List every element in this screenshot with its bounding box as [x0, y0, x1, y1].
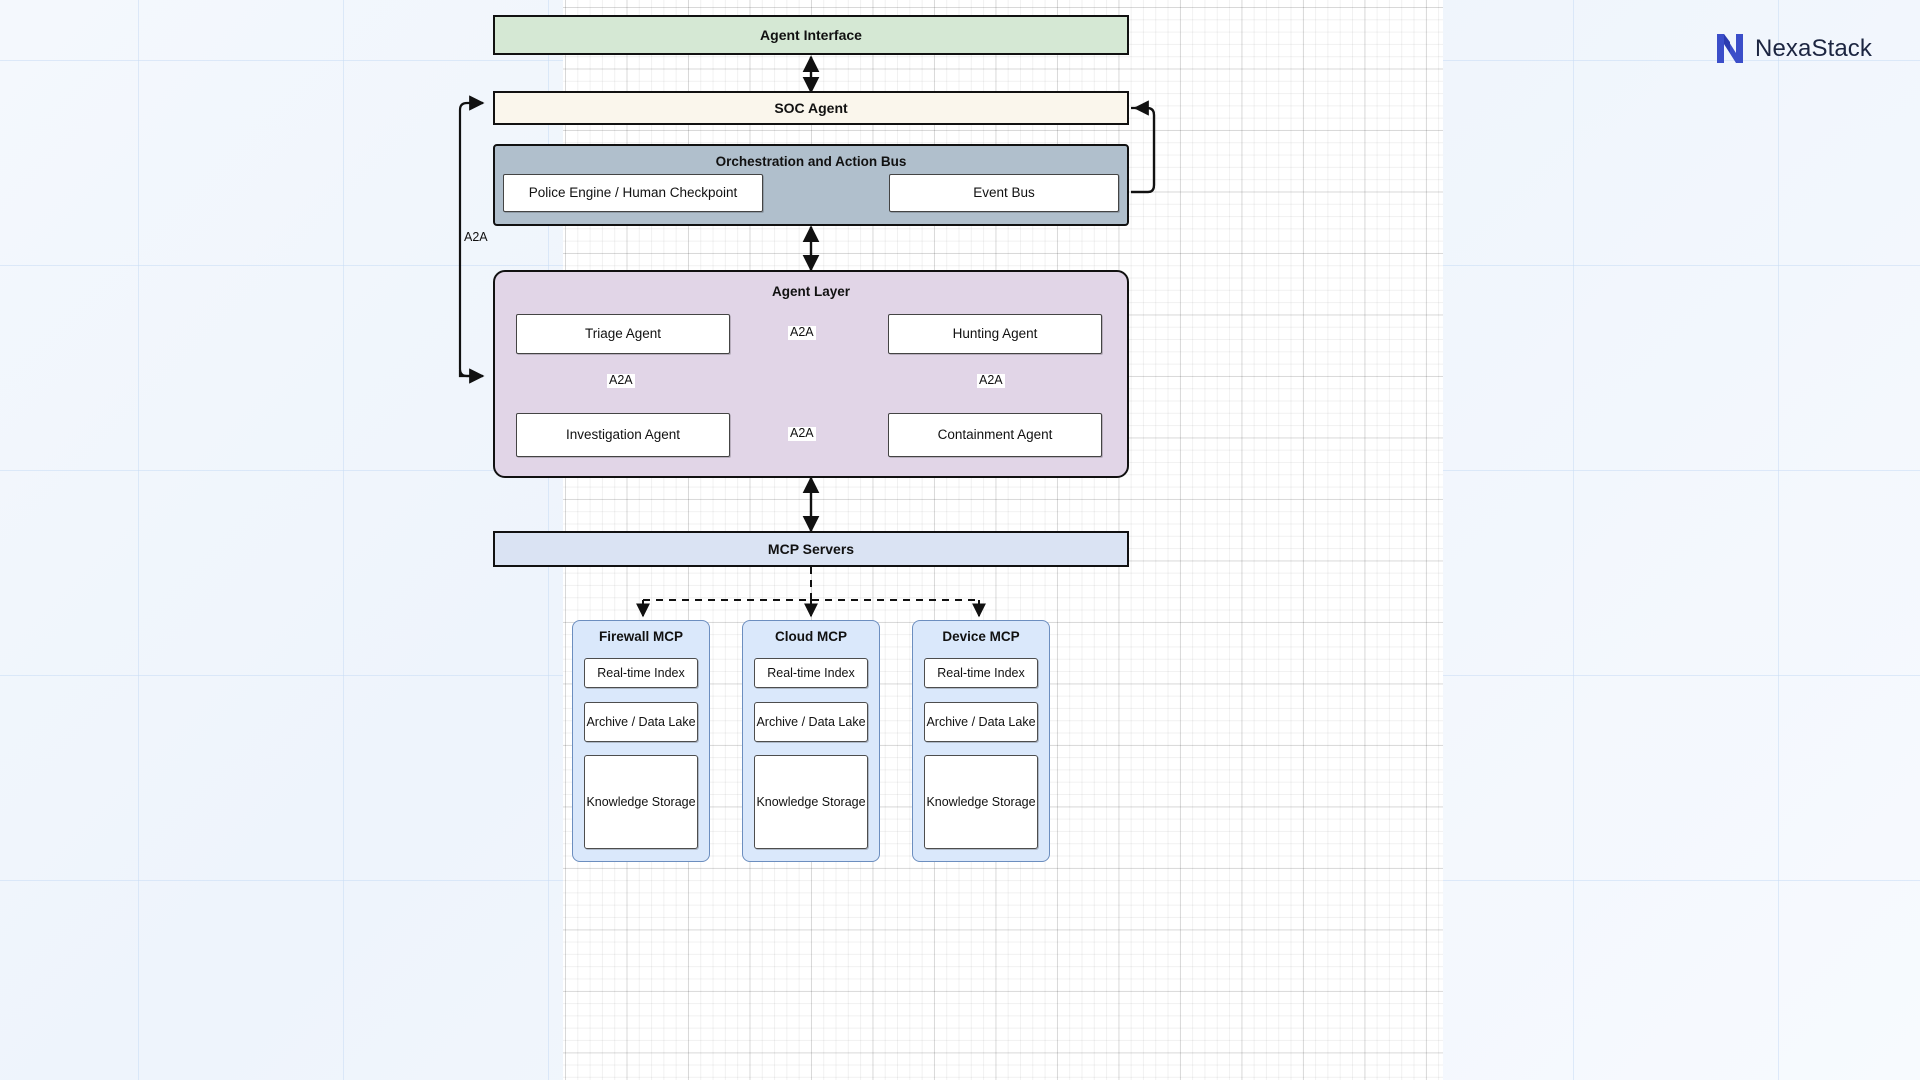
- node-police-engine-label: Police Engine / Human Checkpoint: [528, 185, 738, 201]
- edge-label-triage-hunting: A2A: [788, 325, 816, 340]
- brand-wordmark: NexaStack: [1755, 34, 1872, 62]
- device-mcp-item-knowledge-storage[interactable]: Knowledge Storage: [924, 755, 1038, 849]
- node-cloud-mcp-label: Cloud MCP: [775, 629, 847, 644]
- edge-label-triage-investigation: A2A: [607, 373, 635, 388]
- node-device-mcp-label: Device MCP: [942, 629, 1020, 644]
- node-triage-agent-label: Triage Agent: [584, 326, 662, 342]
- node-agent-layer-label: Agent Layer: [771, 284, 851, 299]
- node-mcp-servers-label: MCP Servers: [767, 540, 855, 557]
- cloud-mcp-item-2-label: Knowledge Storage: [756, 794, 866, 809]
- firewall-mcp-item-2-label: Knowledge Storage: [586, 794, 696, 809]
- node-containment-agent[interactable]: Containment Agent: [888, 413, 1102, 457]
- node-orchestration-bus-label: Orchestration and Action Bus: [715, 154, 907, 169]
- edge-label-hunting-containment: A2A: [977, 373, 1005, 388]
- cloud-mcp-item-0-label: Real-time Index: [767, 665, 855, 680]
- cloud-mcp-item-knowledge-storage[interactable]: Knowledge Storage: [754, 755, 868, 849]
- edge-label-investigation-containment: A2A: [788, 426, 816, 441]
- node-mcp-servers[interactable]: MCP Servers: [493, 531, 1129, 567]
- node-agent-interface[interactable]: Agent Interface: [493, 15, 1129, 55]
- edge-label-loopback-a2a: A2A: [464, 230, 488, 244]
- node-event-bus[interactable]: Event Bus: [889, 174, 1119, 212]
- firewall-mcp-item-0-label: Real-time Index: [597, 665, 685, 680]
- device-mcp-item-archive-data-lake[interactable]: Archive / Data Lake: [924, 702, 1038, 742]
- node-containment-agent-label: Containment Agent: [937, 427, 1053, 443]
- node-police-engine[interactable]: Police Engine / Human Checkpoint: [503, 174, 763, 212]
- node-hunting-agent-label: Hunting Agent: [952, 326, 1038, 342]
- cloud-mcp-item-1-label: Archive / Data Lake: [756, 714, 866, 729]
- firewall-mcp-item-knowledge-storage[interactable]: Knowledge Storage: [584, 755, 698, 849]
- device-mcp-item-real-time-index[interactable]: Real-time Index: [924, 658, 1038, 688]
- device-mcp-item-2-label: Knowledge Storage: [926, 794, 1036, 809]
- brand-logo: NexaStack: [1715, 32, 1872, 65]
- nexastack-logo-icon: [1717, 34, 1744, 63]
- node-soc-agent[interactable]: SOC Agent: [493, 91, 1129, 125]
- node-investigation-agent-label: Investigation Agent: [565, 427, 681, 443]
- node-hunting-agent[interactable]: Hunting Agent: [888, 314, 1102, 354]
- device-mcp-item-1-label: Archive / Data Lake: [926, 714, 1036, 729]
- cloud-mcp-item-real-time-index[interactable]: Real-time Index: [754, 658, 868, 688]
- device-mcp-item-0-label: Real-time Index: [937, 665, 1025, 680]
- firewall-mcp-item-real-time-index[interactable]: Real-time Index: [584, 658, 698, 688]
- node-soc-agent-label: SOC Agent: [774, 99, 848, 116]
- firewall-mcp-item-archive-data-lake[interactable]: Archive / Data Lake: [584, 702, 698, 742]
- node-agent-interface-label: Agent Interface: [760, 26, 862, 43]
- firewall-mcp-item-1-label: Archive / Data Lake: [586, 714, 696, 729]
- cloud-mcp-item-archive-data-lake[interactable]: Archive / Data Lake: [754, 702, 868, 742]
- node-triage-agent[interactable]: Triage Agent: [516, 314, 730, 354]
- node-event-bus-label: Event Bus: [973, 185, 1035, 201]
- diagram-canvas: Agent Interface SOC Agent Orchestration …: [458, 0, 1443, 1080]
- node-firewall-mcp-label: Firewall MCP: [598, 629, 684, 644]
- node-investigation-agent[interactable]: Investigation Agent: [516, 413, 730, 457]
